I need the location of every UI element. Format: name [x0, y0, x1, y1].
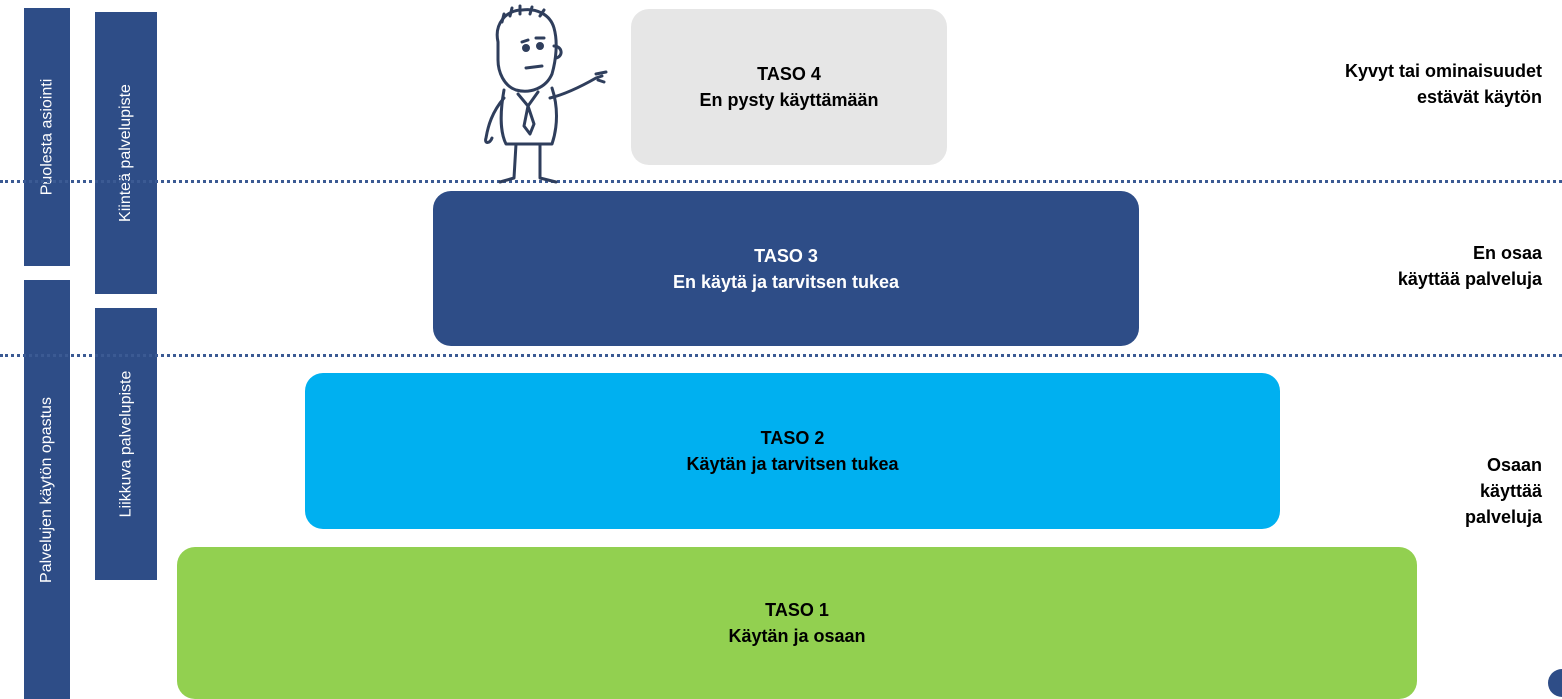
side-label-middle: En osaa käyttää palveluja: [1398, 240, 1542, 292]
side-label-bottom-line-1: Osaan: [1486, 455, 1542, 475]
side-label-bottom-line-3: palveluja: [1464, 507, 1542, 527]
level-1-title: TASO 1: [765, 600, 829, 620]
level-4-subtitle: En pysty käyttämään: [699, 90, 879, 110]
level-3-box: TASO 3 En käytä ja tarvitsen tukea: [433, 191, 1139, 346]
level-4-box: TASO 4 En pysty käyttämään: [631, 9, 947, 165]
bar-palvelujen-opastus: Palvelujen käytön opastus: [24, 280, 70, 699]
side-label-bottom: Osaan käyttää palveluja: [1465, 452, 1542, 530]
bar-kiintea-palvelupiste: Kiinteä palvelupiste: [95, 12, 157, 294]
bar-kiintea-palvelupiste-label: Kiinteä palvelupiste: [117, 84, 134, 222]
level-1-box: TASO 1 Käytän ja osaan: [177, 547, 1417, 699]
bar-liikkuva-palvelupiste: Liikkuva palvelupiste: [95, 308, 157, 580]
bar-palvelujen-opastus-label: Palvelujen käytön opastus: [38, 396, 55, 583]
level-1-subtitle: Käytän ja osaan: [728, 626, 866, 646]
side-label-middle-line-1: En osaa: [1472, 243, 1542, 263]
bar-puolesta-asiointi: Puolesta asiointi: [24, 8, 70, 266]
level-2-title: TASO 2: [760, 428, 825, 448]
level-3-title: TASO 3: [754, 245, 818, 266]
side-label-bottom-line-2: käyttää: [1479, 481, 1542, 501]
level-3-subtitle: En käytä ja tarvitsen tukea: [672, 271, 900, 292]
level-4-title: TASO 4: [757, 64, 821, 84]
divider-top: [0, 180, 1562, 183]
side-label-top: Kyvyt tai ominaisuudet estävät käytön: [1345, 58, 1542, 110]
bar-puolesta-asiointi-label: Puolesta asiointi: [38, 78, 56, 196]
level-2-box: TASO 2 Käytän ja tarvitsen tukea: [305, 373, 1280, 529]
corner-circle: [1548, 669, 1562, 697]
side-label-middle-line-2: käyttää palveluja: [1397, 269, 1542, 289]
side-label-top-line-2: estävät käytön: [1416, 87, 1542, 107]
level-2-subtitle: Käytän ja tarvitsen tukea: [686, 454, 899, 474]
pointing-man-icon: [484, 4, 608, 184]
bar-liikkuva-palvelupiste-label: Liikkuva palvelupiste: [117, 370, 134, 518]
side-label-top-line-1: Kyvyt tai ominaisuudet: [1344, 61, 1542, 81]
divider-middle: [0, 354, 1562, 357]
